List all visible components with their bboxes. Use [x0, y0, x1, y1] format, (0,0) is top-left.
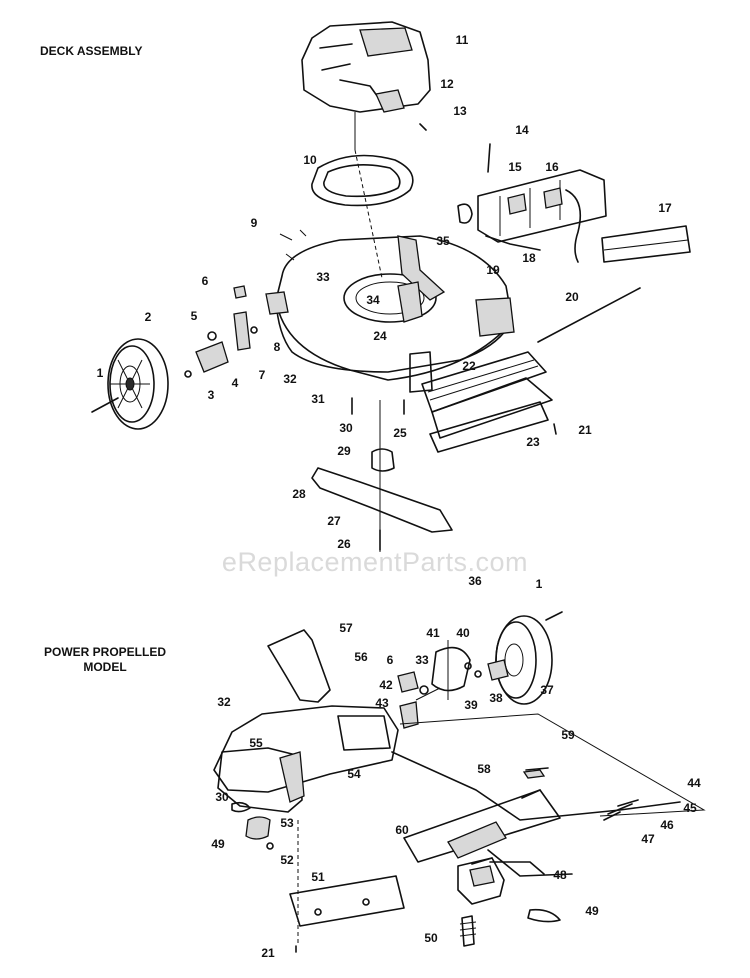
callout-d13: 20	[565, 290, 579, 304]
callout-p19: 44	[687, 776, 701, 790]
callout-p30: 49	[585, 904, 599, 918]
callout-p14: 43	[375, 696, 389, 710]
callout-d23: 3	[207, 388, 215, 402]
pp-bushing-part	[231, 801, 297, 953]
power-propelled-heading-line1: POWER PROPELLED	[44, 645, 167, 659]
callout-p25: 49	[211, 837, 225, 851]
callout-d21: 7	[258, 368, 266, 382]
callout-p21: 46	[660, 818, 674, 832]
callout-p28: 48	[553, 868, 567, 882]
callout-p23: 30	[215, 790, 229, 804]
callout-d7: 17	[658, 201, 672, 215]
callout-p10: 38	[489, 691, 503, 705]
callout-p8: 33	[415, 653, 429, 667]
callout-d28: 25	[393, 426, 407, 440]
callout-p7: 6	[386, 653, 394, 667]
callout-d8: 10	[303, 153, 317, 167]
deck-housing-part	[265, 235, 515, 393]
callout-d24: 1	[96, 366, 104, 380]
pp-clip-bracket-part	[397, 671, 441, 729]
callout-p9: 42	[379, 678, 393, 692]
callout-d22: 4	[231, 376, 239, 390]
rear-flap-rod-part	[537, 225, 691, 343]
callout-d18: 5	[190, 309, 198, 323]
pp-housing-part	[213, 705, 399, 813]
callout-p12: 39	[464, 698, 478, 712]
callout-d32: 29	[337, 444, 351, 458]
callout-d2: 12	[440, 77, 454, 91]
deck-assembly-heading: DECK ASSEMBLY	[40, 44, 143, 58]
callout-p5: 41	[426, 626, 440, 640]
callout-d3: 13	[453, 104, 467, 118]
callout-p26: 60	[395, 823, 409, 837]
callout-p22: 47	[641, 832, 655, 846]
callout-p6: 40	[456, 626, 470, 640]
callout-d16: 34	[366, 293, 380, 307]
callout-p4: 56	[354, 650, 368, 664]
callout-p32: 21	[261, 946, 275, 960]
pp-gearbox-part	[457, 857, 561, 947]
callout-d31: 23	[526, 435, 540, 449]
callout-d19: 24	[373, 329, 387, 343]
callout-p29: 51	[311, 870, 325, 884]
callout-d6: 16	[545, 160, 559, 174]
callout-d1: 11	[455, 33, 469, 47]
callout-d5: 15	[508, 160, 522, 174]
callout-d17: 2	[144, 310, 152, 324]
callout-p24: 53	[280, 816, 294, 830]
callout-d33: 28	[292, 487, 306, 501]
callout-d34: 27	[327, 514, 341, 528]
callout-d29: 30	[339, 421, 353, 435]
callout-p31: 50	[424, 931, 438, 945]
callout-p18: 58	[477, 762, 491, 776]
callout-p11: 37	[540, 683, 554, 697]
callout-d10: 18	[522, 251, 536, 265]
callout-p20: 45	[683, 801, 697, 815]
callout-d30: 21	[578, 423, 592, 437]
callout-d25: 32	[283, 372, 297, 386]
callout-d11: 19	[486, 263, 500, 277]
callout-d35: 26	[337, 537, 351, 551]
pp-drive-wheel-part	[431, 611, 563, 705]
pp-cable-part	[391, 713, 706, 863]
callout-p16: 55	[249, 736, 263, 750]
callout-d14: 6	[201, 274, 209, 288]
hardware-ticks	[279, 123, 491, 261]
power-propelled-heading: POWER PROPELLED MODEL	[44, 645, 166, 675]
pp-cover-part	[267, 629, 331, 703]
callout-d26: 22	[462, 359, 476, 373]
baffle-part	[421, 351, 553, 453]
callout-p1: 36	[468, 574, 482, 588]
callout-p2: 1	[535, 577, 543, 591]
callout-p17: 54	[347, 767, 361, 781]
gasket-part	[311, 154, 414, 207]
engine-part	[301, 21, 431, 279]
callout-d15: 33	[316, 270, 330, 284]
watermark: eReplacementParts.com	[221, 547, 529, 577]
callout-p3: 57	[339, 621, 353, 635]
callout-p15: 59	[561, 728, 575, 742]
callout-d12: 9	[250, 216, 258, 230]
power-propelled-heading-line2: MODEL	[83, 660, 127, 674]
callout-d27: 31	[311, 392, 325, 406]
left-wheel-part	[91, 338, 169, 430]
callout-d20: 8	[273, 340, 281, 354]
pp-plate-part	[289, 820, 405, 944]
callout-p13: 32	[217, 695, 231, 709]
callout-d9: 35	[436, 234, 450, 248]
blade-part	[311, 397, 557, 552]
callout-d4: 14	[515, 123, 529, 137]
grass-bag-part	[457, 169, 607, 263]
callout-p27: 52	[280, 853, 294, 867]
wheel-bracket-part	[184, 285, 258, 378]
